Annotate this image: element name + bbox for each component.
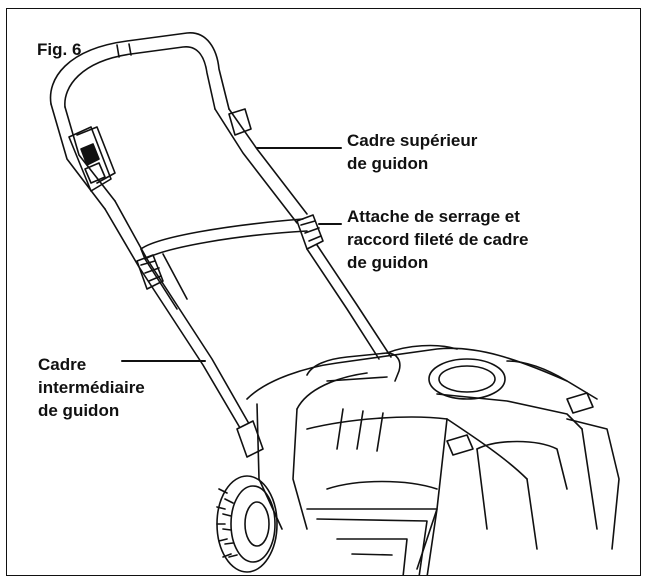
handle-grip bbox=[49, 32, 230, 110]
upper-frame-right bbox=[214, 108, 308, 224]
wheel bbox=[216, 475, 278, 573]
chute-opening bbox=[306, 508, 438, 575]
clamp-label-line3: de guidon bbox=[347, 253, 429, 272]
middle-frame-label: Cadre bbox=[38, 355, 87, 374]
clamp-label-line2: raccord fileté de cadre bbox=[347, 230, 529, 249]
middle-frame bbox=[104, 200, 392, 458]
upper-frame-label-line2: de guidon bbox=[347, 154, 429, 173]
snow-thrower-drawing bbox=[49, 32, 620, 575]
middle-frame-label-line2: intermédiaire bbox=[38, 378, 145, 397]
figure-number: Fig. 6 bbox=[37, 40, 82, 59]
switch-box bbox=[68, 126, 116, 192]
leader-lines bbox=[121, 147, 342, 362]
clamp-label: Attache de serrage et bbox=[347, 207, 520, 226]
middle-frame-label-line3: de guidon bbox=[38, 401, 120, 420]
upper-frame-label: Cadre supérieur bbox=[347, 131, 478, 150]
cross-bar bbox=[140, 218, 308, 310]
upper-frame-left bbox=[50, 103, 116, 210]
figure-frame: Fig. 6 Cadre supérieur de guidon Attache… bbox=[6, 8, 641, 576]
